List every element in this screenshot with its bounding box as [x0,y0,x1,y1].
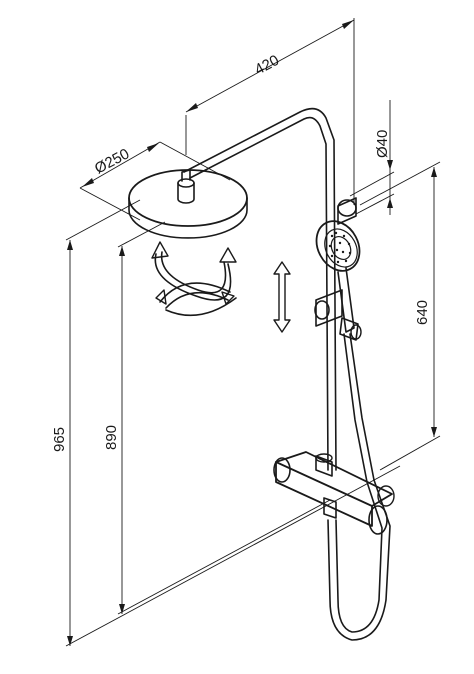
dimension-head-diameter: Ø250 [79,141,231,221]
dimension-label-head-to-mixer: 890 [103,425,120,450]
shower-arm-and-riser [183,107,357,471]
dimension-label-total-height: 965 [51,427,68,452]
shower-hose [327,333,391,641]
dimension-pipe-diameter: Ø40 [349,100,395,215]
rotation-arrows-icon [151,241,237,317]
dimension-arm-reach: 420 [185,18,355,205]
slider-holder [314,289,362,341]
thermostatic-mixer [273,451,395,535]
dimension-label-arm-reach: 420 [252,52,282,79]
overhead-shower-head [128,169,248,239]
dimension-label-pipe-diameter: Ø40 [374,130,391,158]
dimension-label-head-diameter: Ø250 [92,145,132,177]
hand-shower [315,220,361,333]
vertical-double-arrow-icon [273,261,291,333]
dimension-total-height: 965 [51,199,401,647]
dimension-label-slide-bar: 640 [414,300,431,325]
dimension-slide-bar: 640 [359,161,441,471]
dimension-head-to-mixer: 890 [103,221,331,615]
